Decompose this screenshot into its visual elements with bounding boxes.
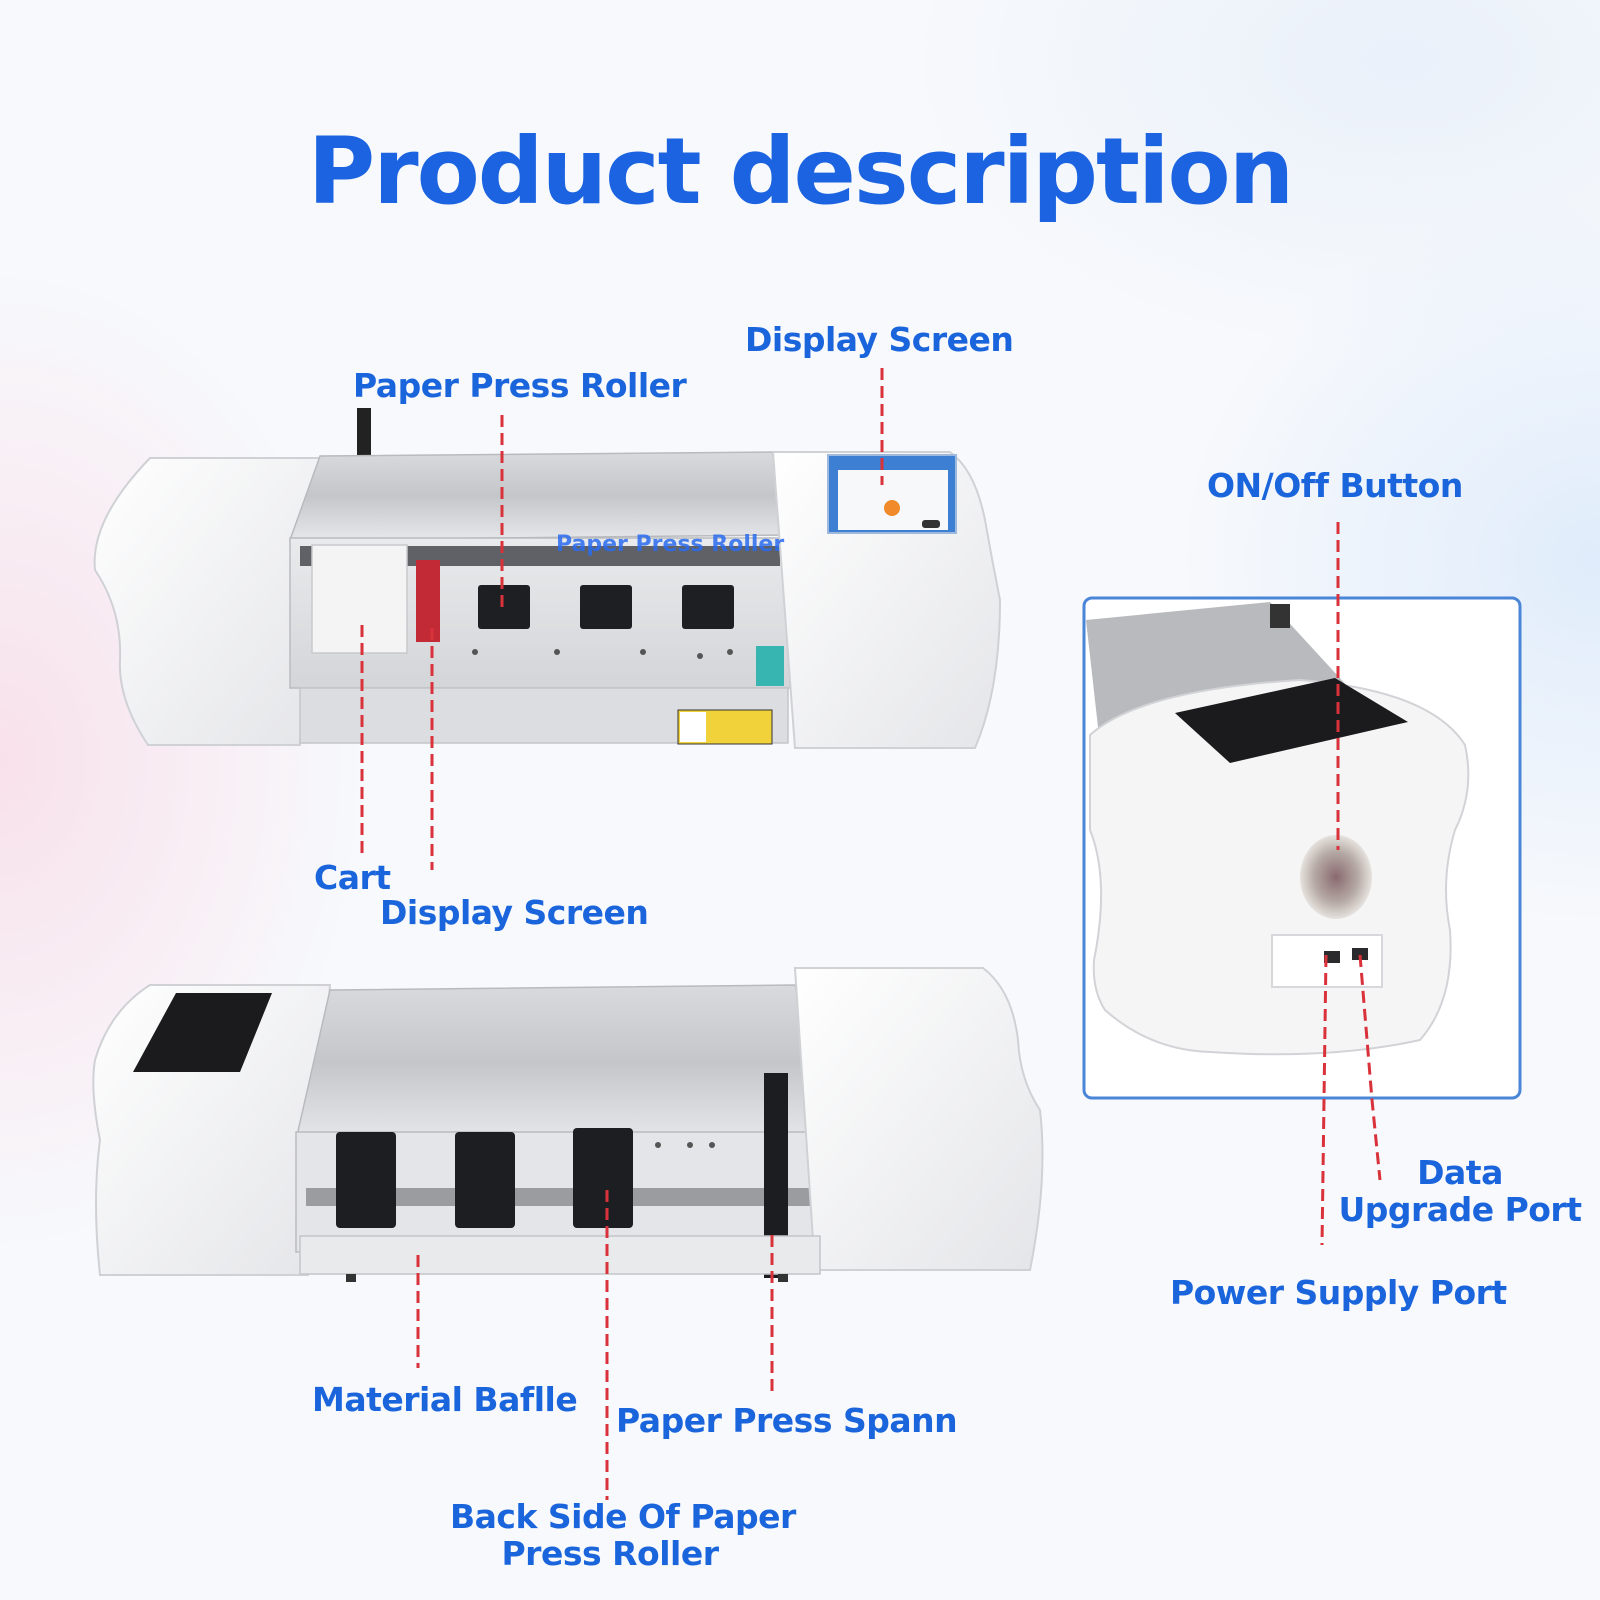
bottom-front-lip bbox=[299, 1235, 821, 1275]
cart bbox=[311, 544, 408, 654]
leader-lines bbox=[360, 368, 1382, 1500]
bottom-display-screen bbox=[133, 993, 272, 1072]
top-pinch-roller-3 bbox=[682, 585, 734, 629]
label-roller-overlay: Paper Press Roller bbox=[556, 532, 785, 557]
bottom-silver-cover bbox=[295, 984, 833, 1141]
bottom-foot-right bbox=[778, 1274, 788, 1282]
detail-display-screen bbox=[1175, 678, 1408, 763]
bottom-cover-marks bbox=[655, 1142, 715, 1148]
top-machine bbox=[93, 408, 1002, 749]
label-power-supply-port: Power Supply Port bbox=[1170, 1273, 1507, 1312]
leader-data-upgrade-port bbox=[1358, 954, 1382, 1181]
detail-view bbox=[1082, 596, 1522, 1100]
bottom-pinch-roller-2 bbox=[455, 1132, 515, 1228]
detail-frame bbox=[1082, 596, 1522, 1100]
label-data-line2: Upgrade Port bbox=[1338, 1190, 1582, 1229]
top-pinch-roller-2 bbox=[580, 585, 632, 629]
bottom-foot-left bbox=[346, 1274, 356, 1282]
label-data-upgrade-port: Data Upgrade Port bbox=[1325, 1154, 1595, 1228]
label-data-line1: Data bbox=[1417, 1153, 1503, 1192]
detail-knob-top bbox=[1270, 604, 1290, 628]
top-cable bbox=[357, 408, 371, 458]
label-back-side-line2: Press Roller bbox=[501, 1534, 719, 1573]
data-upgrade-port bbox=[1352, 948, 1368, 960]
power-supply-port bbox=[1324, 951, 1340, 963]
cart-red-clamp bbox=[416, 560, 440, 642]
top-left-housing bbox=[93, 457, 322, 746]
label-on-off-button: ON/Off Button bbox=[1207, 466, 1463, 505]
label-paper-press-spann: Paper Press Spann bbox=[616, 1401, 958, 1440]
leader-power-supply-port bbox=[1320, 954, 1328, 1246]
bottom-machine bbox=[92, 967, 1044, 1282]
on-off-button bbox=[1300, 835, 1372, 919]
bottom-shaft bbox=[306, 1188, 822, 1206]
label-material-baffle: Material Baflle bbox=[312, 1380, 578, 1419]
top-silver-cover bbox=[288, 451, 791, 541]
top-bed-marks bbox=[472, 649, 733, 659]
label-cart: Cart bbox=[314, 858, 391, 897]
bottom-right-housing bbox=[793, 967, 1044, 1271]
label-back-side-of-paper-press-roller: Back Side Of Paper Press Roller bbox=[450, 1497, 796, 1573]
top-display-button bbox=[922, 520, 940, 528]
top-display-logo bbox=[884, 500, 900, 516]
label-back-side-line1: Back Side Of Paper bbox=[450, 1497, 796, 1536]
label-display-screen: Display Screen bbox=[745, 320, 1014, 359]
page-title: Product description bbox=[307, 118, 1294, 225]
label-paper-press-roller: Paper Press Roller bbox=[353, 366, 687, 405]
top-teal-guide bbox=[756, 646, 784, 686]
bottom-pinch-roller-3 bbox=[573, 1128, 633, 1228]
top-pinch-roller-1 bbox=[478, 585, 530, 629]
top-sticker-icon bbox=[680, 712, 706, 742]
bottom-pinch-roller-1 bbox=[336, 1132, 396, 1228]
label-display-screen-lower: Display Screen bbox=[380, 893, 649, 932]
